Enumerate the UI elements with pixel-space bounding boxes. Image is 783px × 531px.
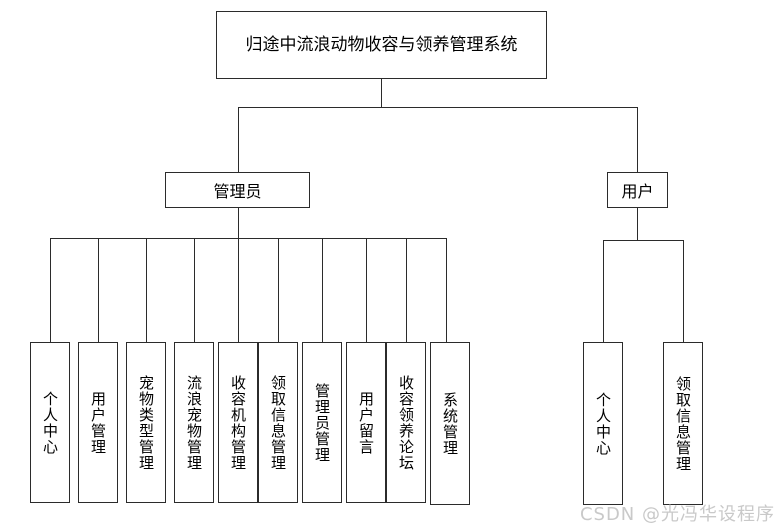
connector-root-bus [238,107,638,108]
leaf-label: 领取信息管理 [269,374,287,471]
connector-admin-bus [50,238,446,239]
leaf-user-adoption-info-management: 领取信息管理 [663,342,703,505]
leaf-label: 收容机构管理 [229,374,247,471]
leaf-pet-type-management: 宠物类型管理 [126,342,166,503]
node-admin-label: 管理员 [213,182,262,201]
connector-admin-stem [238,208,239,238]
connector-drop-admin-4 [194,238,195,342]
leaf-stray-pet-management: 流浪宠物管理 [174,342,214,503]
connector-user-bus [603,240,683,241]
watermark: CSDN @光冯华设程序 [579,504,775,525]
leaf-system-management: 系统管理 [430,342,470,505]
connector-drop-admin-9 [406,238,407,342]
leaf-adoption-info-management: 领取信息管理 [258,342,298,503]
node-user-label: 用户 [621,182,654,201]
leaf-label: 管理员管理 [313,382,331,463]
connector-drop-admin-6 [278,238,279,342]
leaf-label: 用户管理 [89,390,107,455]
connector-root-to-user [637,107,638,172]
connector-drop-admin-10 [446,238,447,342]
leaf-label: 收容领养论坛 [397,374,415,471]
connector-drop-admin-1 [50,238,51,342]
leaf-label: 宠物类型管理 [137,374,155,471]
connector-drop-admin-8 [366,238,367,342]
leaf-label: 领取信息管理 [674,375,692,472]
leaf-label: 个人中心 [594,391,612,456]
connector-root-to-admin [238,107,239,172]
leaf-shelter-institution-management: 收容机构管理 [218,342,258,503]
connector-drop-user-2 [683,240,684,342]
connector-root-stem [381,79,382,107]
connector-drop-admin-7 [322,238,323,342]
connector-drop-admin-3 [146,238,147,342]
node-admin: 管理员 [165,172,310,208]
leaf-adoption-forum: 收容领养论坛 [386,342,426,503]
leaf-label: 流浪宠物管理 [185,374,203,471]
node-root-label: 归途中流浪动物收容与领养管理系统 [245,35,518,55]
leaf-user-message-board: 用户留言 [346,342,386,503]
leaf-administrator-management: 管理员管理 [302,342,342,503]
leaf-user-personal-center: 个人中心 [583,342,623,505]
leaf-personal-center: 个人中心 [30,342,70,503]
node-user: 用户 [607,172,668,208]
leaf-label: 用户留言 [357,390,375,455]
leaf-user-management: 用户管理 [78,342,118,503]
connector-drop-user-1 [603,240,604,342]
connector-user-stem [637,208,638,240]
leaf-label: 系统管理 [441,391,459,456]
node-root-system: 归途中流浪动物收容与领养管理系统 [216,11,547,79]
connector-drop-admin-5 [238,238,239,342]
connector-drop-admin-2 [98,238,99,342]
leaf-label: 个人中心 [41,390,59,455]
